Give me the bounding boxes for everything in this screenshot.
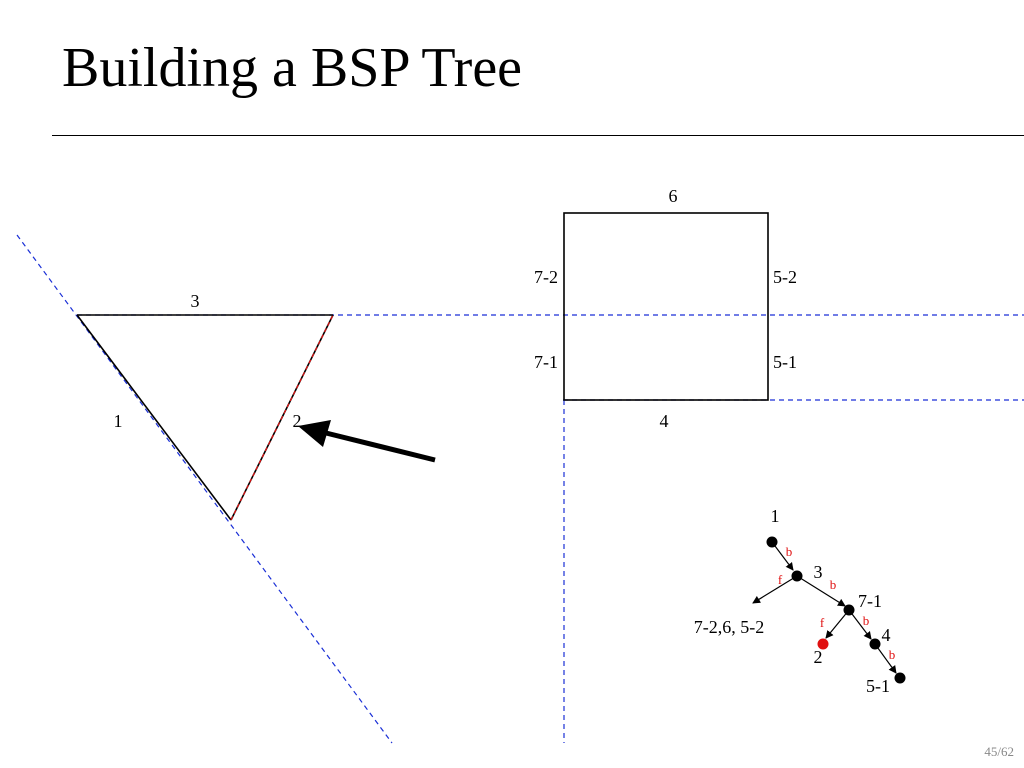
split-line-1 <box>16 234 393 744</box>
triangle-edge-2-highlight <box>230 314 334 521</box>
tree-label-5-1: 5-1 <box>866 676 890 696</box>
tree-edge-71-2 <box>825 609 850 639</box>
tree-label-3: 3 <box>814 562 823 582</box>
tree-edge-1-3 <box>771 541 794 571</box>
tree-edge-label-71-4: b <box>863 613 870 628</box>
tree-edge-label-4-51: b <box>889 647 896 662</box>
tree-edge-3-71 <box>796 575 846 607</box>
page-number: 45/62 <box>984 744 1014 759</box>
tree-node-1 <box>766 536 778 548</box>
tree-edge-label-3-71: b <box>830 577 837 592</box>
title-divider <box>52 135 1024 136</box>
tree-edge-label-3-leaf: f <box>778 572 783 587</box>
label-triangle-left: 1 <box>114 411 123 431</box>
pointer-arrow-shaft <box>321 429 436 463</box>
tree-node-4 <box>869 638 881 650</box>
tree-leaf-front: 7-2,6, 5-2 <box>694 617 765 637</box>
tree-label-1: 1 <box>771 506 780 526</box>
label-square-top: 6 <box>669 186 678 206</box>
tree-node-3 <box>791 570 803 582</box>
pointer-arrow-head <box>298 420 331 447</box>
triangle-edge-1 <box>76 314 232 521</box>
tree-node-5-1 <box>894 672 906 684</box>
label-square-right-lower: 5-1 <box>773 352 797 372</box>
label-triangle-right: 2 <box>293 411 302 431</box>
tree-node-2 <box>817 638 829 650</box>
slide-title: Building a BSP Tree <box>62 37 523 99</box>
tree-label-7-1: 7-1 <box>858 591 882 611</box>
tree-node-7-1 <box>843 604 855 616</box>
tree-edge-label-1-3: b <box>786 544 793 559</box>
tree-edge-4-51 <box>874 643 897 674</box>
square-outline <box>563 212 769 401</box>
label-square-right-upper: 5-2 <box>773 267 797 287</box>
tree-label-4: 4 <box>882 625 891 645</box>
label-square-left-lower: 7-1 <box>534 352 558 372</box>
label-square-bottom: 4 <box>660 411 669 431</box>
tree-edge-label-71-2: f <box>820 615 825 630</box>
label-triangle-top: 3 <box>191 291 200 311</box>
tree-edge-71-4 <box>848 609 872 640</box>
label-square-left-upper: 7-2 <box>534 267 558 287</box>
tree-edge-3-leaf <box>752 575 798 604</box>
tree-label-2: 2 <box>814 647 823 667</box>
